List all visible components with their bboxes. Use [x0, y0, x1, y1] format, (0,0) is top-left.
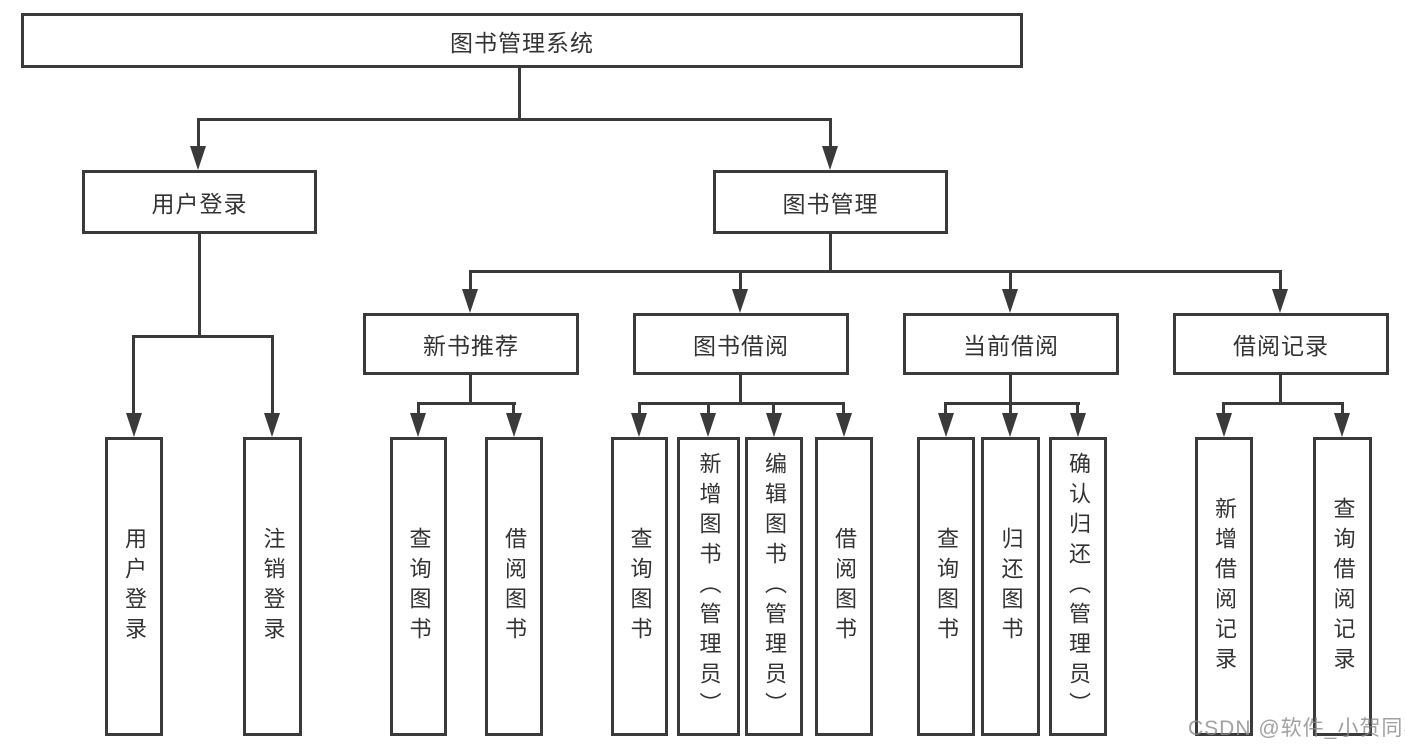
connector-user-login-rail	[132, 335, 274, 338]
arrowhead-leaf-6	[700, 413, 716, 437]
arrowhead-leaf-4	[506, 413, 522, 437]
connector-root-stem	[518, 68, 521, 120]
leaf-user-login: 用户登录	[105, 437, 163, 736]
leaf-query-books-1: 查询图书	[390, 437, 447, 736]
leaf-borrow-books-2: 借阅图书	[815, 437, 873, 736]
arrowhead-leaf-5	[631, 413, 647, 437]
leaf-borrow-books-2-label: 借阅图书	[832, 526, 857, 647]
leaf-borrow-books-1-label: 借阅图书	[502, 526, 527, 647]
arrowhead-leaf-10	[1002, 413, 1018, 437]
leaf-query-books-2: 查询图书	[611, 437, 668, 736]
node-book-borrowing-label: 图书借阅	[693, 333, 789, 359]
leaf-borrow-books-1: 借阅图书	[485, 437, 543, 736]
arrowhead-leaf-logout	[264, 413, 280, 437]
connector-stub-leaf-7	[772, 402, 775, 415]
connector-stub-leaf-login	[132, 335, 135, 415]
node-borrowing-records: 借阅记录	[1173, 313, 1389, 375]
arrowhead-leaf-13	[1334, 413, 1350, 437]
connector-stub-leaf-4	[512, 402, 515, 415]
leaf-edit-books-admin: 编辑图书（管理员）	[745, 437, 803, 736]
connector-new-book-stem	[469, 375, 472, 405]
connector-level2-rail	[197, 118, 832, 121]
arrowhead-user-login	[190, 146, 206, 170]
arrowhead-leaf-12	[1216, 413, 1232, 437]
node-root-label: 图书管理系统	[450, 29, 594, 56]
connector-stub-new-book	[469, 270, 472, 292]
arrowhead-leaf-9	[938, 413, 954, 437]
leaf-query-books-2-label: 查询图书	[627, 526, 653, 647]
node-borrowing-records-label: 借阅记录	[1233, 333, 1329, 359]
leaf-add-borrow-record-label: 新增借阅记录	[1212, 496, 1237, 677]
connector-stub-leaf-8	[842, 402, 845, 415]
connector-new-book-rail	[417, 402, 516, 405]
leaf-query-books-3: 查询图书	[917, 437, 975, 736]
connector-borrow-records-rail	[1222, 402, 1344, 405]
connector-level3-rail	[469, 270, 1282, 273]
connector-stub-book-borrow	[739, 270, 742, 292]
leaf-query-books-3-label: 查询图书	[934, 526, 959, 647]
leaf-user-login-label: 用户登录	[122, 526, 147, 647]
connector-stub-user-login	[197, 118, 200, 148]
connector-stub-leaf-13	[1341, 402, 1344, 415]
connector-book-borrow-stem	[739, 375, 742, 405]
connector-borrow-records-stem	[1279, 375, 1282, 405]
connector-stub-leaf-logout	[271, 335, 274, 415]
leaf-add-books-admin: 新增图书（管理员）	[677, 437, 740, 736]
connector-stub-borrow-records	[1279, 270, 1282, 292]
arrowhead-leaf-11	[1070, 413, 1086, 437]
connector-current-borrow-rail	[944, 402, 1080, 405]
connector-stub-leaf-5	[638, 402, 641, 415]
node-new-book-recommend-label: 新书推荐	[423, 333, 519, 359]
leaf-query-books-1-label: 查询图书	[406, 526, 432, 647]
node-book-borrowing: 图书借阅	[633, 313, 849, 375]
arrowhead-leaf-8	[836, 413, 852, 437]
connector-book-borrow-rail	[638, 402, 845, 405]
connector-stub-leaf-10	[1009, 402, 1012, 415]
arrowhead-current-borrow	[1002, 289, 1018, 313]
leaf-return-books: 归还图书	[981, 437, 1040, 736]
leaf-query-borrow-record-label: 查询借阅记录	[1330, 496, 1356, 677]
node-book-management-label: 图书管理	[782, 191, 879, 217]
leaf-edit-books-admin-label: 编辑图书（管理员）	[762, 451, 787, 722]
leaf-add-borrow-record: 新增借阅记录	[1195, 437, 1253, 736]
leaf-return-books-label: 归还图书	[998, 526, 1024, 647]
connector-current-borrow-stem	[1009, 375, 1012, 405]
arrowhead-book-borrow	[732, 289, 748, 313]
connector-stub-book-mgmt	[829, 118, 832, 148]
leaf-add-books-admin-label: 新增图书（管理员）	[696, 451, 722, 722]
node-new-book-recommend: 新书推荐	[363, 313, 579, 375]
connector-stub-leaf-9	[944, 402, 947, 415]
arrowhead-book-mgmt	[822, 146, 838, 170]
node-root: 图书管理系统	[21, 13, 1023, 68]
arrowhead-leaf-3	[410, 413, 426, 437]
node-book-management: 图书管理	[713, 170, 948, 234]
node-user-login: 用户登录	[82, 170, 317, 234]
leaf-logout-label: 注销登录	[260, 526, 286, 647]
connector-stub-leaf-6	[707, 402, 710, 415]
connector-book-mgmt-stem	[829, 234, 832, 273]
arrowhead-leaf-7	[766, 413, 782, 437]
node-current-borrowing-label: 当前借阅	[963, 333, 1059, 359]
leaf-logout: 注销登录	[243, 437, 302, 736]
leaf-query-borrow-record: 查询借阅记录	[1313, 437, 1372, 736]
connector-stub-leaf-3	[417, 402, 420, 415]
arrowhead-leaf-login	[126, 413, 142, 437]
leaf-confirm-return-admin: 确认归还（管理员）	[1049, 437, 1107, 736]
node-user-login-label: 用户登录	[151, 191, 248, 217]
leaf-confirm-return-admin-label: 确认归还（管理员）	[1066, 451, 1091, 722]
arrowhead-new-book	[462, 289, 478, 313]
connector-stub-leaf-11	[1076, 402, 1079, 415]
arrowhead-borrow-records	[1272, 289, 1288, 313]
watermark-text: CSDN @软件_小贺同学	[1188, 717, 1405, 740]
connector-stub-leaf-12	[1222, 402, 1225, 415]
connector-stub-current-borrow	[1009, 270, 1012, 292]
node-current-borrowing: 当前借阅	[903, 313, 1119, 375]
connector-user-login-stem	[198, 234, 201, 337]
